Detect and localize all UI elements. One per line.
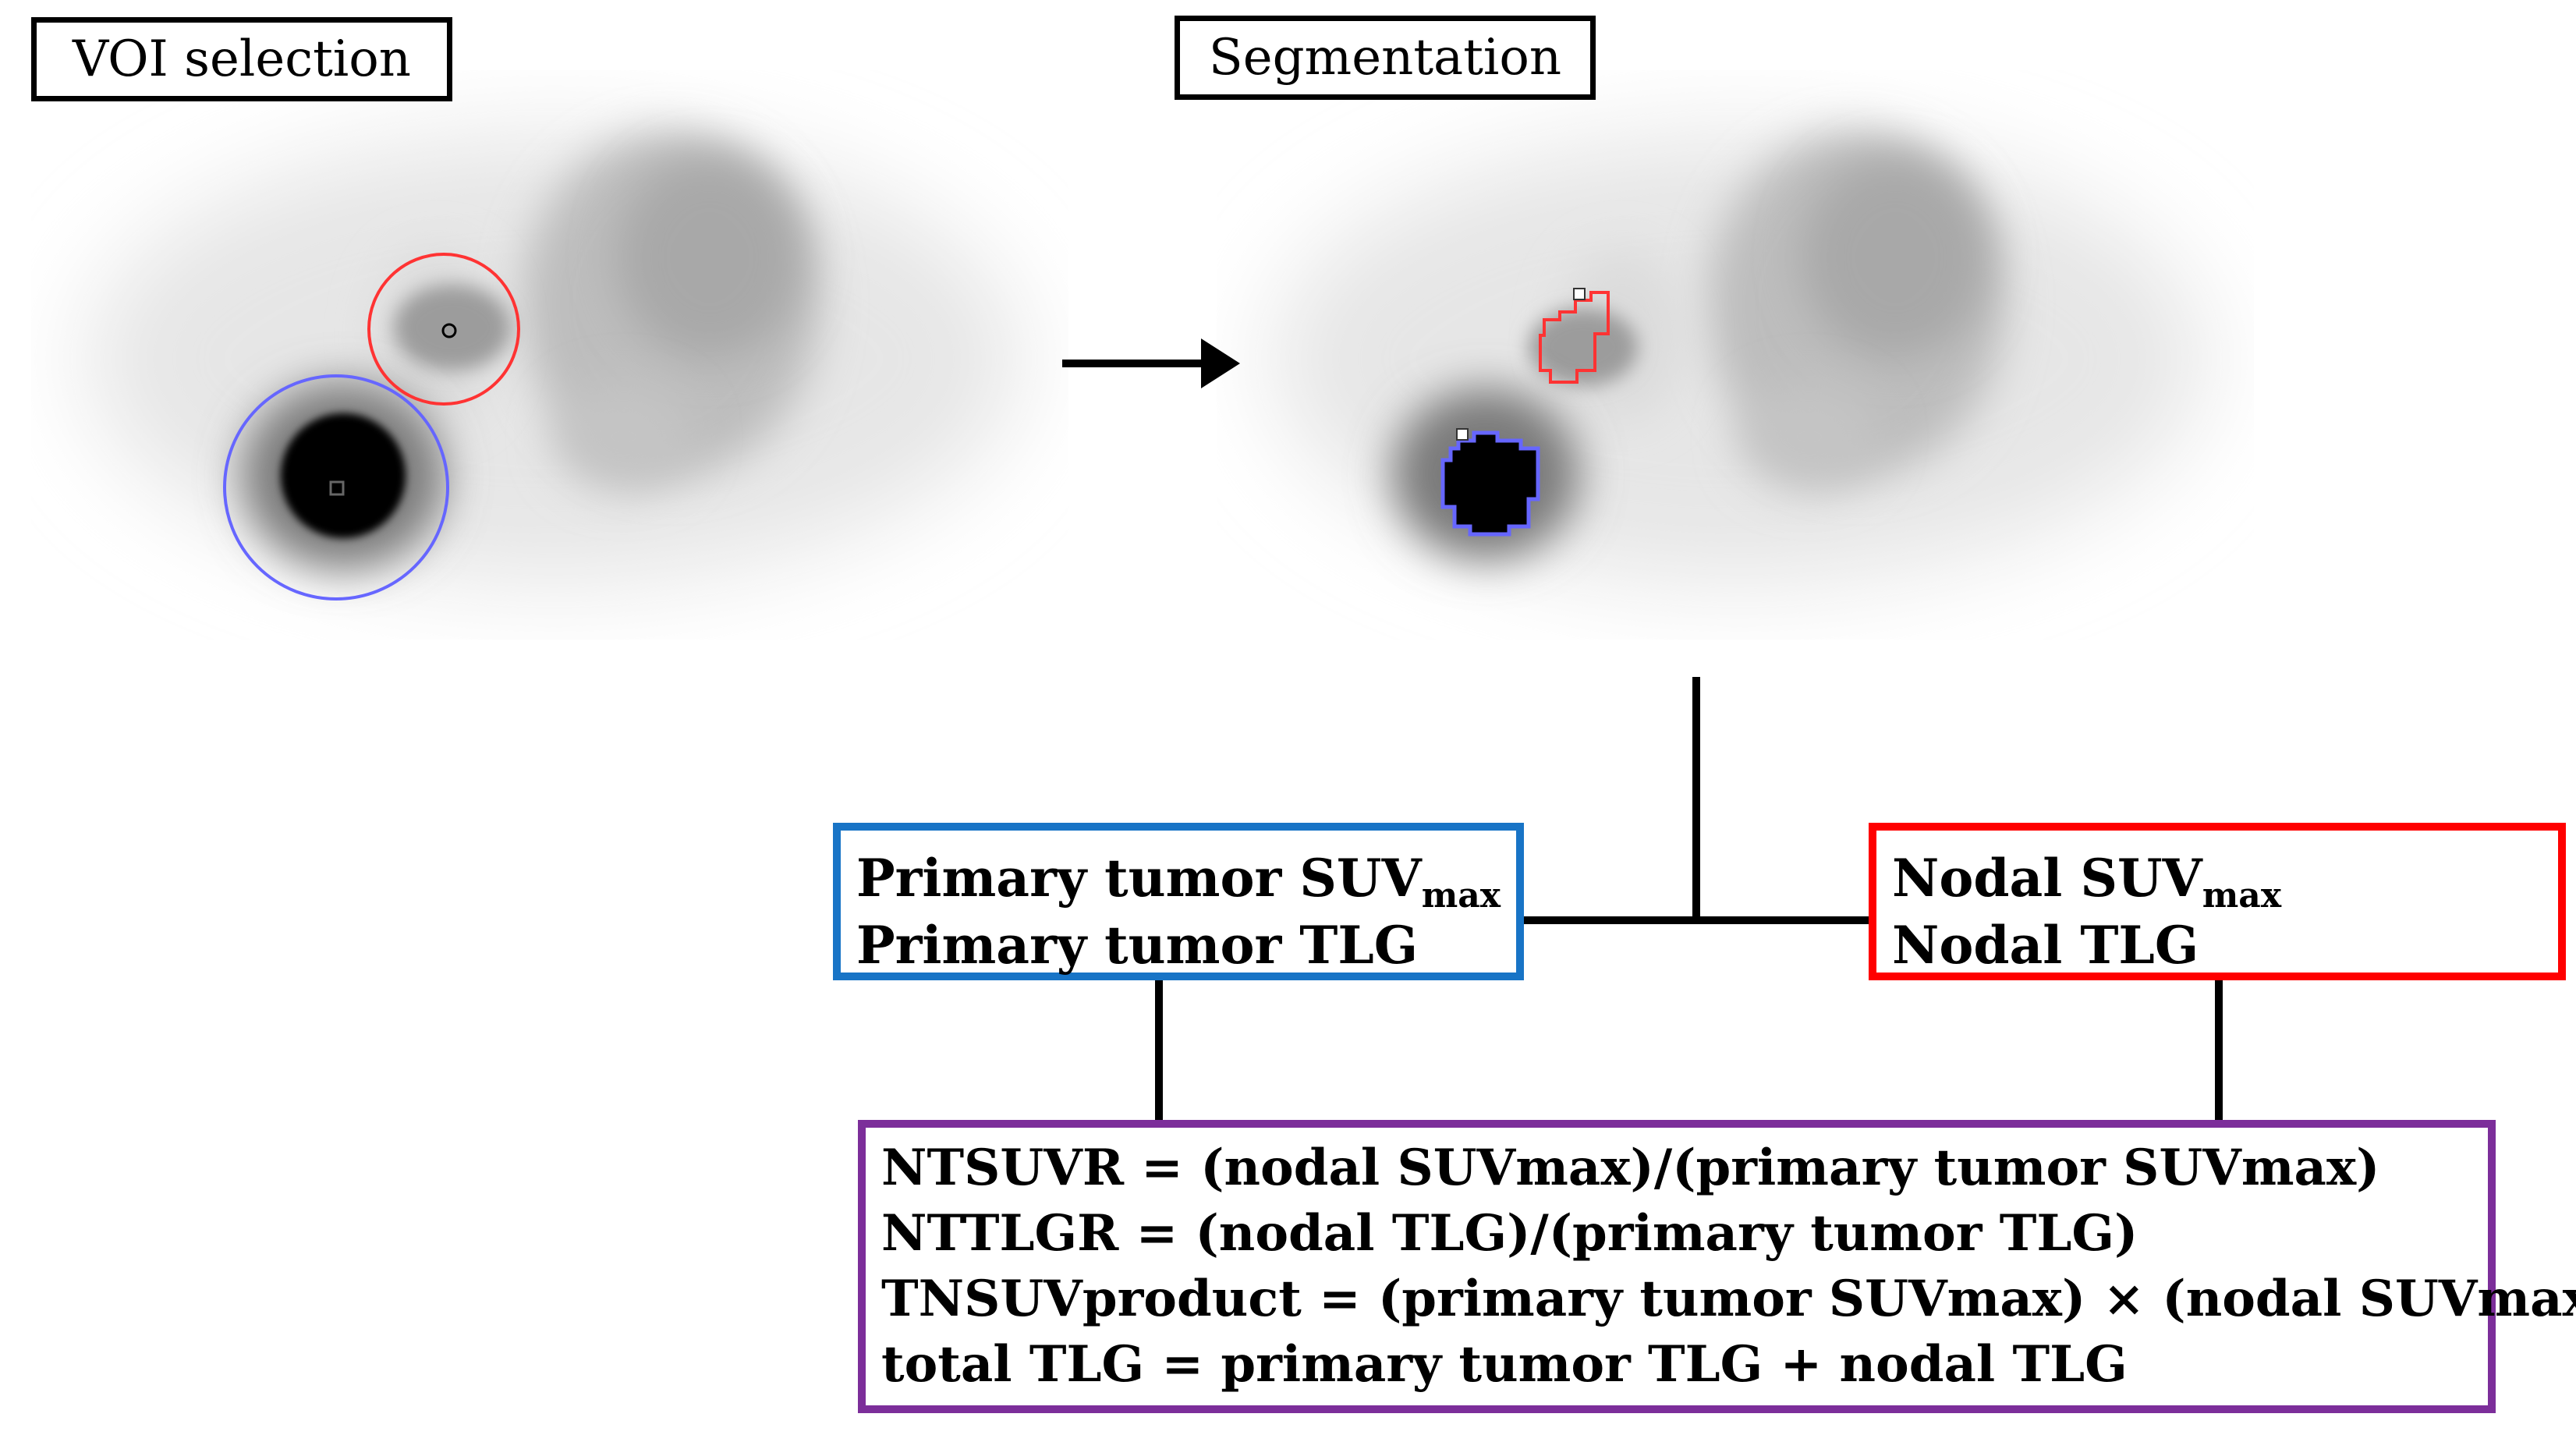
arrow-right-icon [1062, 338, 1240, 388]
nodal-voi-center-marker [441, 323, 457, 338]
connector-vertical-top [1692, 677, 1700, 923]
total-tlg-formula: total TLG = primary tumor TLG + nodal TL… [881, 1335, 2128, 1394]
primary-suvmax-label: Primary tumor SUVmax [856, 848, 1501, 916]
formulas-box: NTSUVR = (nodal SUVmax)/(primary tumor S… [858, 1120, 2576, 1413]
nodal-segmentation-contour[interactable] [1539, 291, 1610, 384]
primary-segmentation-contour[interactable] [1440, 430, 1540, 537]
tnsuvproduct-formula: TNSUVproduct = (primary tumor SUVmax) × … [881, 1270, 2576, 1328]
connector-horizontal [1521, 916, 1872, 924]
nodal-suvmax-label: Nodal SUVmax [1892, 848, 2282, 916]
nodal-box: Nodal SUVmax Nodal TLG [1869, 823, 2566, 980]
connector-nodal-down [2215, 975, 2223, 1123]
ntsuvr-formula: NTSUVR = (nodal SUVmax)/(primary tumor S… [881, 1139, 2380, 1197]
pet-image-segmentation [1271, 133, 2207, 585]
primary-tumor-box: Primary tumor SUVmax Primary tumor TLG [833, 823, 1524, 980]
primary-segmentation-seed [1456, 428, 1469, 441]
body-background [86, 133, 1022, 585]
nodal-segmentation-seed [1573, 288, 1586, 300]
nodal-lesion [394, 285, 511, 370]
voi-selection-label: VOI selection [31, 17, 452, 101]
nodal-voi-circle[interactable] [367, 253, 520, 406]
connector-primary-down [1155, 975, 1163, 1123]
pet-image-voi-selection [86, 133, 1022, 601]
nodal-tlg-label: Nodal TLG [1892, 915, 2199, 976]
primary-tlg-label: Primary tumor TLG [856, 915, 1419, 976]
nodal-lesion [1529, 308, 1638, 386]
segmentation-label: Segmentation [1175, 16, 1596, 100]
primary-tumor-lesion [242, 382, 445, 569]
primary-voi-center-marker [329, 480, 345, 496]
primary-voi-circle[interactable] [223, 374, 449, 601]
nttlgr-formula: NTTLGR = (nodal TLG)/(primary tumor TLG) [881, 1204, 2138, 1263]
